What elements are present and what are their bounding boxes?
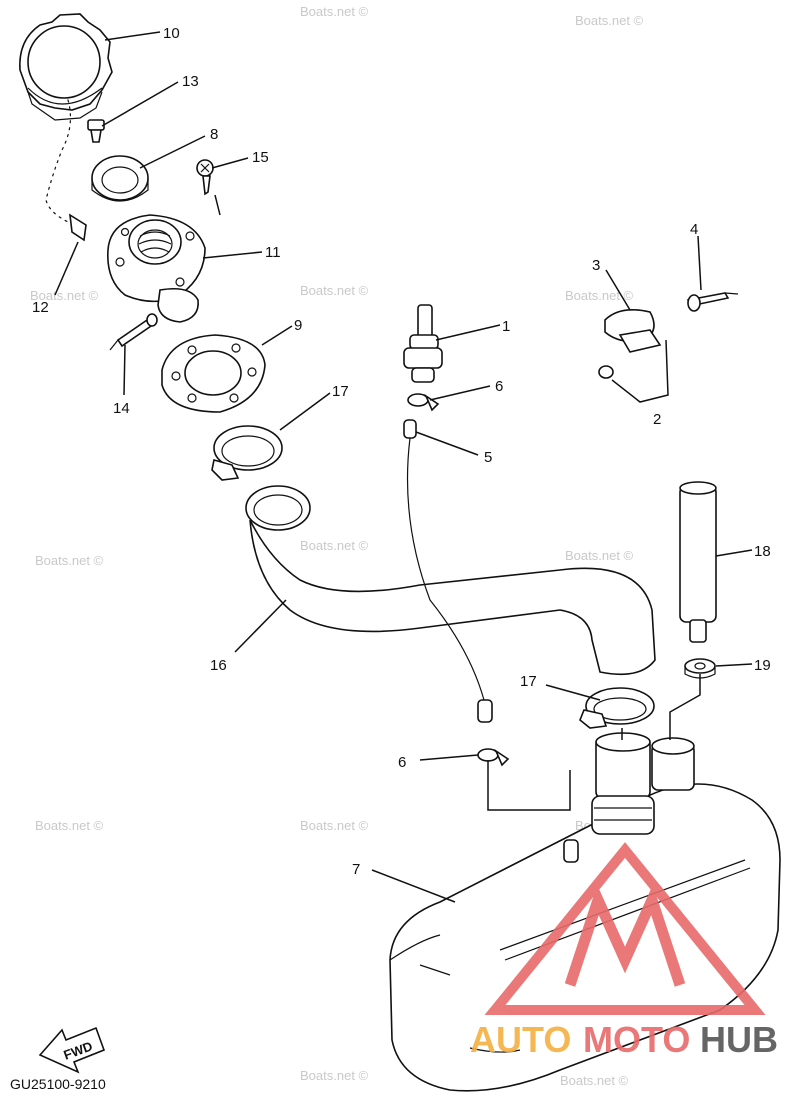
- leader-2-bracket: [611, 339, 669, 403]
- fwd-arrow-icon: FWD: [38, 1026, 106, 1074]
- callout-12: 12: [32, 299, 49, 316]
- watermark: Boats.net ©: [575, 13, 644, 28]
- screw-13: [87, 119, 105, 143]
- hose-clamp-17-upper: [211, 425, 283, 481]
- fuel-sender-1: [403, 304, 443, 383]
- callout-13: 13: [182, 73, 199, 90]
- screw-15: [196, 159, 214, 196]
- callout-8: 8: [210, 126, 218, 143]
- gasket-9: [161, 334, 266, 413]
- callout-1: 1: [502, 318, 510, 335]
- callout-7: 7: [352, 861, 360, 878]
- callout-10: 10: [163, 25, 180, 42]
- brand-auto: AUTO: [470, 1019, 571, 1060]
- callout-9: 9: [294, 317, 302, 334]
- watermark: Boats.net ©: [560, 1073, 629, 1088]
- callout-6-lower: 6: [398, 754, 406, 771]
- brand-hub: HUB: [700, 1019, 778, 1060]
- leader-lines: [54, 31, 753, 903]
- seal-ring-8: [91, 155, 149, 202]
- callout-labels: 10 13 8 15 11 12 9 14 17 16 1 6 5 3 4 2 …: [32, 25, 771, 878]
- watermark: Boats.net ©: [565, 288, 634, 303]
- callout-3: 3: [592, 257, 600, 274]
- callout-18: 18: [754, 543, 771, 560]
- callout-5: 5: [484, 449, 492, 466]
- watermark: Boats.net ©: [300, 283, 369, 298]
- clip-6-lower: [477, 748, 510, 767]
- brand-logo: AUTO MOTO HUB: [470, 842, 778, 1060]
- fuel-cap: [19, 13, 113, 121]
- watermark: Boats.net ©: [35, 818, 104, 833]
- cap-chain: [45, 99, 87, 242]
- watermark: Boats.net ©: [300, 1068, 369, 1083]
- triangle-m-logo-icon: [484, 842, 766, 1015]
- callout-17-upper: 17: [332, 383, 349, 400]
- callout-15: 15: [252, 149, 269, 166]
- watermark: Boats.net ©: [300, 538, 369, 553]
- bolt-4: [686, 292, 739, 312]
- watermark: Boats.net ©: [35, 553, 104, 568]
- watermark: Boats.net ©: [565, 548, 634, 563]
- bracket-3: [598, 309, 662, 379]
- watermark: Boats.net ©: [300, 4, 369, 19]
- bolt-14: [109, 313, 158, 351]
- callout-4: 4: [690, 221, 698, 238]
- fuel-hose-16: [245, 485, 656, 676]
- pipe-18: [679, 481, 717, 643]
- filler-neck-11: [107, 214, 206, 323]
- callout-2: 2: [653, 411, 661, 428]
- callout-6-upper: 6: [495, 378, 503, 395]
- clip-6-upper: [407, 393, 440, 412]
- hose-clamp-17-lower: [579, 687, 655, 729]
- sensor-wire-5: [403, 419, 493, 723]
- callout-16: 16: [210, 657, 227, 674]
- callout-17-lower: 17: [520, 673, 537, 690]
- callout-11: 11: [265, 244, 281, 261]
- watermark: Boats.net ©: [300, 818, 369, 833]
- diagram-code: GU25100-9210: [10, 1076, 106, 1092]
- callout-19: 19: [754, 657, 771, 674]
- brand-moto: MOTO: [583, 1019, 690, 1060]
- watermark: Boats.net ©: [30, 288, 99, 303]
- callout-14: 14: [113, 400, 130, 417]
